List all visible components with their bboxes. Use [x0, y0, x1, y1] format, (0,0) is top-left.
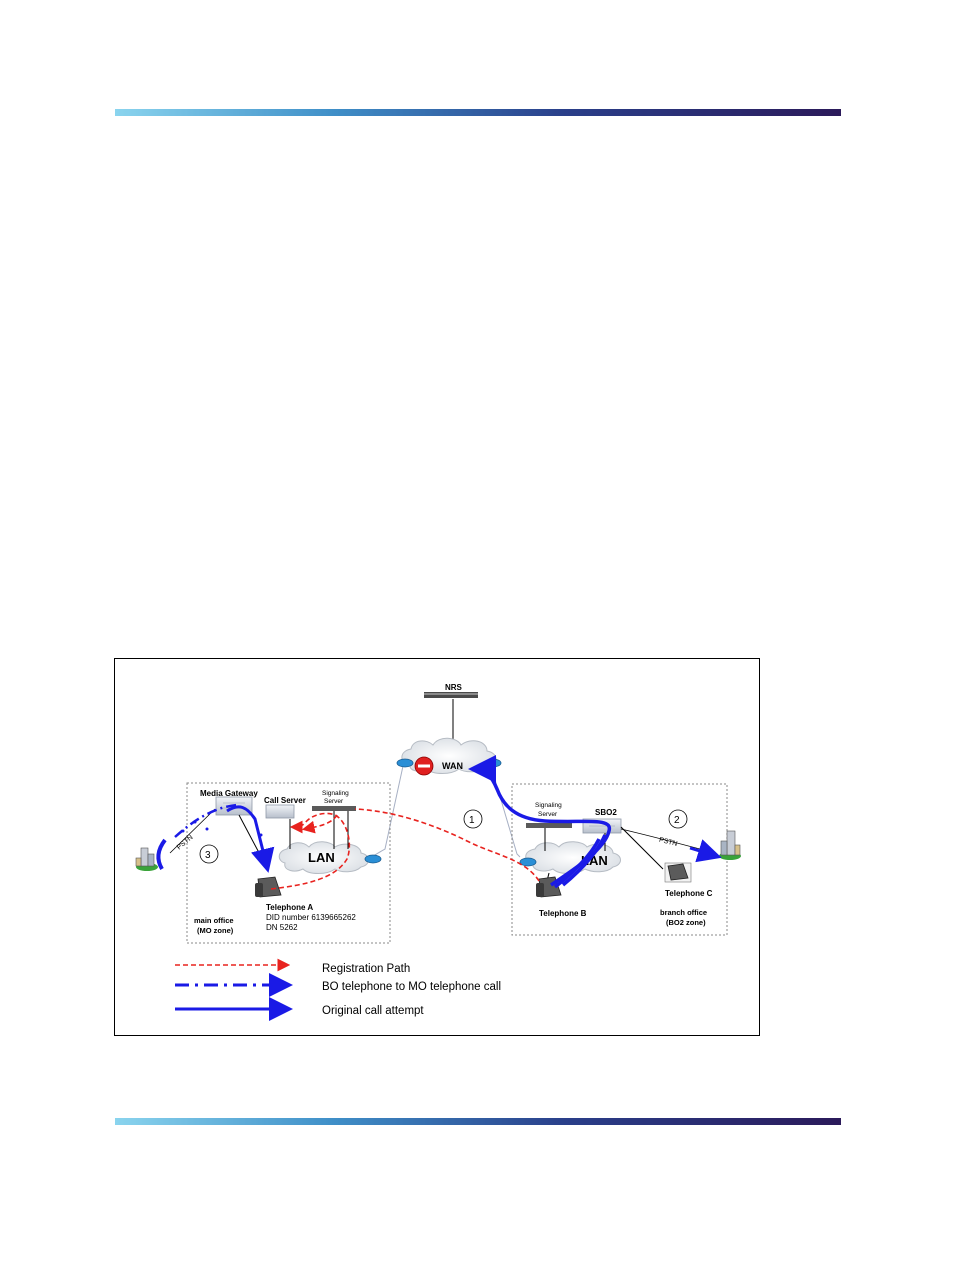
media-gateway-label: Media Gateway: [200, 789, 258, 798]
mo-pstn-label: PSTN: [176, 834, 195, 851]
mo-office-label-line1: main office: [194, 916, 234, 925]
mo-signaling-server: [312, 806, 356, 811]
bo-office-label-line1: branch office: [660, 908, 707, 917]
bo-pstn-line: [620, 828, 722, 863]
bo-signaling-label-line1: Signaling: [535, 802, 562, 809]
mo-lan-cloud: [278, 841, 382, 874]
legend-registration-label: Registration Path: [322, 963, 410, 975]
registration-path-lines: [270, 808, 540, 890]
dn-text: DN 5262: [266, 923, 298, 932]
legend: [175, 958, 293, 1021]
mo-original-call-path: [226, 805, 275, 873]
main-office-zone: [186, 782, 391, 944]
legend-bo-mo-label: BO telephone to MO telephone call: [322, 981, 501, 993]
nrs-label: NRS: [445, 683, 463, 692]
wan-links: [367, 765, 521, 860]
bo-pstn-building-icon: [719, 830, 741, 860]
mo-office-label-line2: (MO zone): [197, 926, 234, 935]
telephone-a-icon: [255, 876, 282, 898]
mo-pstn-line: [156, 808, 216, 871]
sbo2-label: SBO2: [595, 808, 617, 817]
call-routing-figure: NRS WAN LAN Media Gateway Call Server Si…: [114, 658, 760, 1036]
bo-signaling-label-line2: Server: [538, 811, 558, 818]
telephone-c-icon: [664, 862, 692, 883]
bo-signaling-server: [526, 823, 572, 828]
telephone-c-label: Telephone C: [665, 889, 713, 898]
network-diagram: NRS WAN LAN Media Gateway Call Server Si…: [135, 683, 741, 1021]
footer-rule: [115, 1118, 841, 1125]
mo-step-marker: [199, 844, 219, 864]
call-server-label: Call Server: [264, 796, 306, 805]
wan-step-marker: [463, 809, 483, 829]
nrs-server: [424, 692, 478, 741]
mo-signaling-label-line1: Signaling: [322, 790, 349, 797]
original-call-attempt-path: [468, 755, 612, 889]
wan-step-number: 1: [469, 815, 475, 826]
mo-lan-label: LAN: [308, 850, 335, 865]
telephone-b-label: Telephone B: [539, 909, 587, 918]
wan-label: WAN: [442, 761, 463, 771]
legend-original-label: Original call attempt: [322, 1005, 424, 1017]
bo-step-marker: [668, 809, 688, 829]
bo-pstn-label: PSTN: [658, 837, 678, 848]
bo-step-number: 2: [674, 815, 680, 826]
mo-signaling-label-line2: Server: [324, 798, 344, 805]
did-number-text: DID number 6139665262: [266, 913, 356, 922]
header-rule: [115, 109, 841, 116]
mo-step-number: 3: [205, 850, 211, 861]
mo-pstn-building-icon: [135, 847, 158, 871]
bo-to-mo-call-path: [174, 803, 238, 838]
call-server: [265, 804, 295, 819]
bo-office-label-line2: (BO2 zone): [666, 918, 706, 927]
blocked-icon: [414, 756, 434, 776]
telephone-a-label: Telephone A: [266, 903, 313, 912]
